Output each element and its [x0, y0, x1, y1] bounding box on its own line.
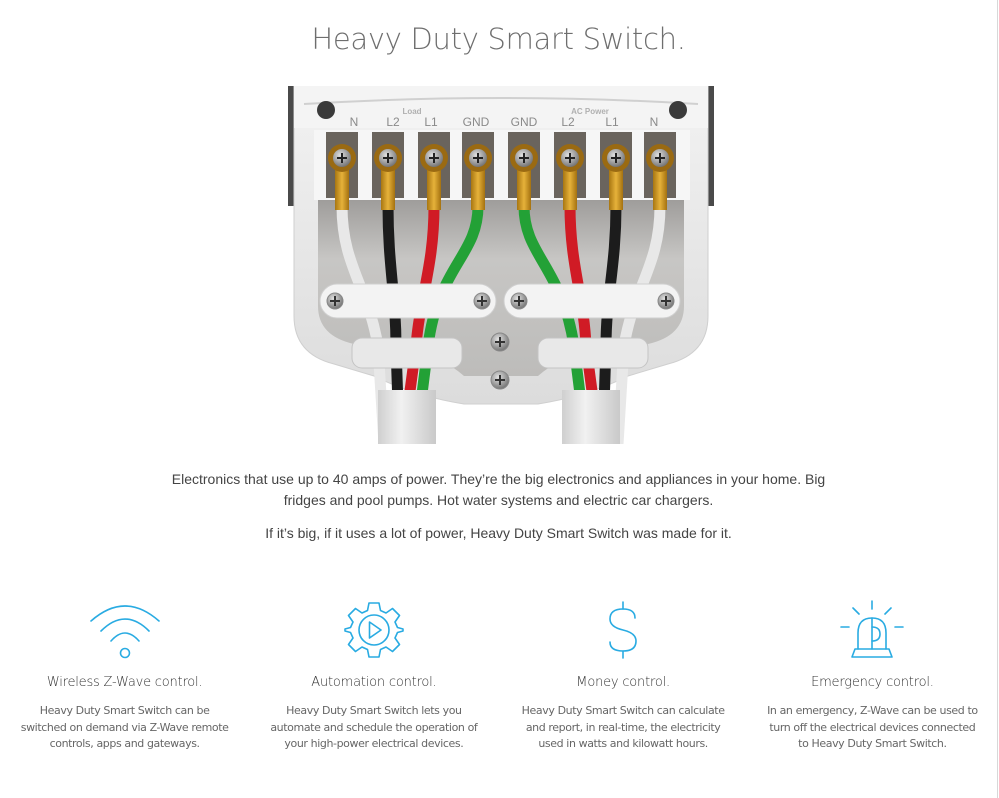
- feature-automation: Automation control. Heavy Duty Smart Swi…: [249, 598, 498, 753]
- svg-text:L1: L1: [605, 115, 619, 129]
- svg-text:L2: L2: [561, 115, 575, 129]
- wifi-icon: [89, 605, 160, 659]
- svg-text:N: N: [350, 115, 359, 129]
- feature-title: Automation control.: [311, 675, 437, 690]
- feature-emergency: Emergency control. In an emergency, Z-Wa…: [748, 598, 997, 753]
- feature-title: Money control.: [576, 675, 670, 690]
- page-title: Heavy Duty Smart Switch.: [311, 22, 686, 56]
- feature-description: Heavy Duty Smart Switch lets you automat…: [270, 704, 478, 750]
- features-row: Wireless Z-Wave control. Heavy Duty Smar…: [0, 598, 997, 753]
- dollar-icon: [609, 601, 637, 659]
- svg-text:GND: GND: [511, 115, 538, 129]
- intro-paragraph-2: If it’s big, if it uses a lot of power, …: [265, 525, 732, 541]
- svg-text:AC Power: AC Power: [571, 107, 609, 116]
- intro-text: Electronics that use up to 40 amps of po…: [150, 469, 847, 544]
- feature-title: Wireless Z-Wave control.: [46, 675, 203, 690]
- intro-paragraph-1: Electronics that use up to 40 amps of po…: [171, 471, 826, 508]
- feature-description: Heavy Duty Smart Switch can be switched …: [20, 704, 229, 750]
- svg-text:L2: L2: [386, 115, 400, 129]
- siren-icon: [840, 600, 905, 658]
- feature-money: Money control. Heavy Duty Smart Switch c…: [499, 598, 748, 753]
- svg-text:GND: GND: [463, 115, 490, 129]
- feature-description: Heavy Duty Smart Switch can calculate an…: [521, 704, 725, 750]
- svg-text:N: N: [650, 115, 659, 129]
- product-photo: Load AC Power N L2 L1 GND GND L2 L1 N: [288, 86, 714, 444]
- page-right-border: [997, 0, 998, 798]
- feature-wireless: Wireless Z-Wave control. Heavy Duty Smar…: [0, 598, 249, 753]
- svg-text:L1: L1: [424, 115, 438, 129]
- svg-text:Load: Load: [402, 107, 421, 116]
- feature-description: In an emergency, Z-Wave can be used to t…: [767, 704, 978, 750]
- feature-title: Emergency control.: [811, 675, 934, 690]
- gear-play-icon: [344, 602, 404, 658]
